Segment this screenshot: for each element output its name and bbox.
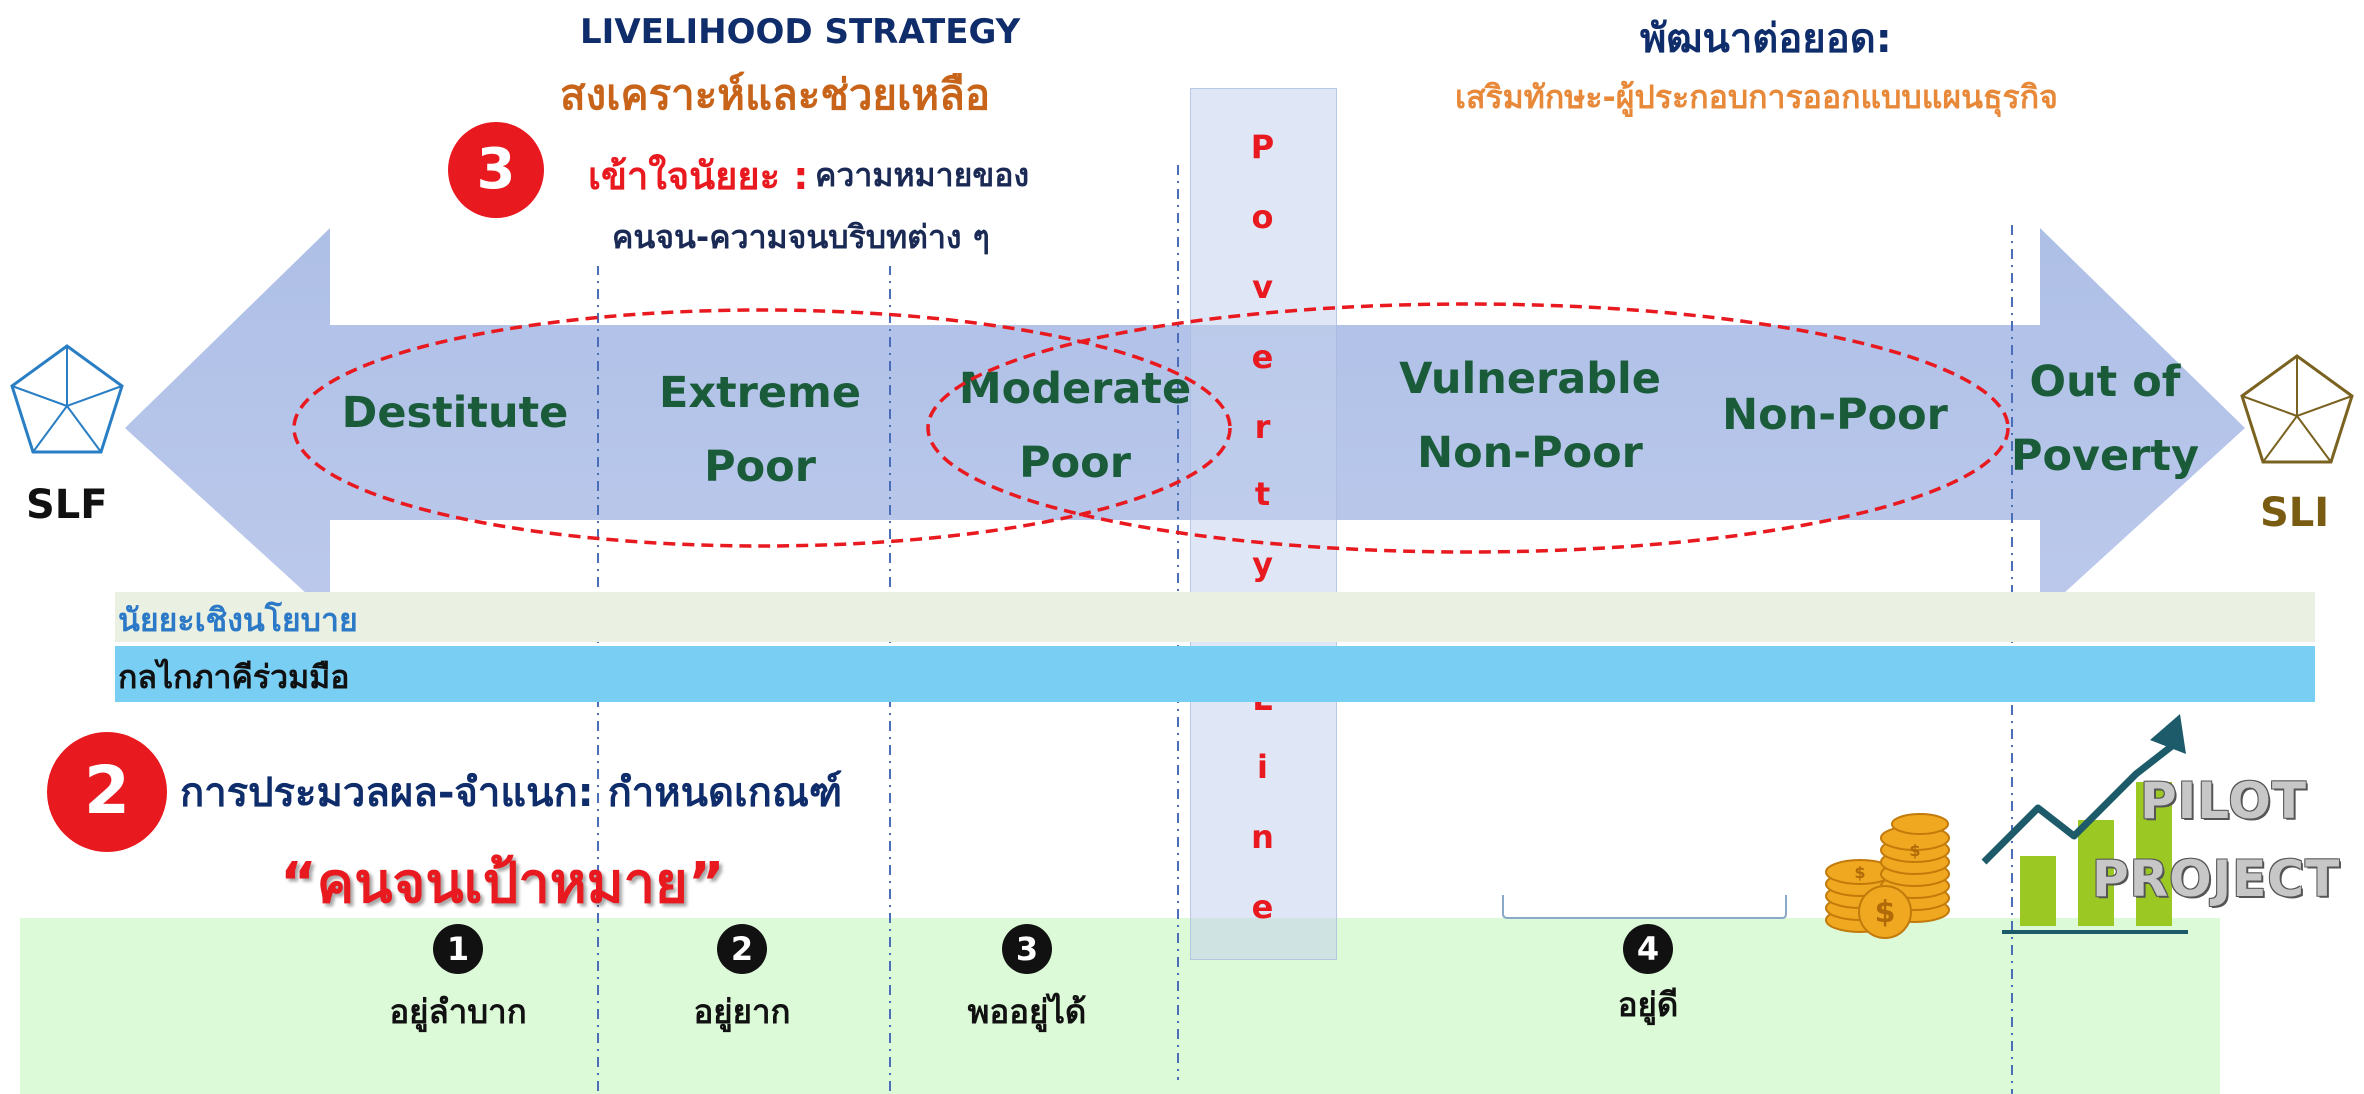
livelihood-strategy-title: LIVELIHOOD STRATEGY: [580, 12, 1021, 52]
stage-out-of-poverty: Out of Poverty: [2000, 345, 2210, 493]
level-label: พออยู่ได้: [967, 992, 1087, 1031]
level-number-badge: 3: [1002, 924, 1052, 974]
develop-title: พัฒนาต่อยอด:: [1640, 16, 1892, 62]
svg-text:$: $: [1909, 841, 1920, 860]
poverty-line-letter: v: [1252, 268, 1273, 306]
stage-label: Poor: [1019, 438, 1131, 488]
develop-subtitle: เสริมทักษะ-ผู้ประกอบการออกแบบแผนธุรกิจ: [1455, 78, 2058, 116]
project-label: PROJECT: [2092, 850, 2341, 908]
block3-text: ความหมายของ: [815, 156, 1030, 194]
level-label: อยู่ลำบาก: [389, 992, 527, 1031]
level-number-badge: 4: [1623, 924, 1673, 974]
criteria-text: การประมวลผล-จำแนก: กำหนดเกณฑ์: [180, 770, 843, 816]
stage-label: Poverty: [2010, 431, 2200, 481]
poverty-line-letter: i: [1257, 748, 1268, 786]
stage-vulnerable-non-poor: Vulnerable Non-Poor: [1380, 342, 1680, 490]
stage-label: Non-Poor: [1417, 428, 1643, 478]
stage-destitute: Destitute: [330, 376, 580, 450]
poverty-line-letter: P: [1250, 128, 1275, 166]
svg-text:$: $: [1875, 895, 1896, 930]
policy-band-label: นัยยะเชิงนโยบาย: [118, 601, 358, 639]
pilot-label: PILOT: [2140, 772, 2307, 830]
step-3-badge: 3: [448, 122, 544, 218]
poverty-line-letter: o: [1251, 198, 1274, 236]
pentagon-icon: [10, 344, 124, 454]
bottom-levels-area: [20, 918, 2220, 1094]
poverty-line-letter: t: [1254, 475, 1271, 513]
level-number-badge: 2: [717, 924, 767, 974]
stage-moderate-poor: Moderate Poor: [940, 352, 1210, 500]
step-2-badge: 2: [47, 732, 167, 852]
stage-label: Destitute: [341, 388, 569, 438]
sli-label: SLI: [2260, 490, 2330, 536]
level4-bracket: [1502, 895, 1787, 919]
stage-label: Poor: [704, 442, 816, 492]
level-label: อยู่ดี: [1617, 985, 1679, 1024]
stage-label: Out of: [2029, 357, 2181, 407]
stage-extreme-poor: Extreme Poor: [630, 356, 890, 504]
stage-label: Moderate: [958, 364, 1192, 414]
poverty-line-letter: y: [1252, 545, 1273, 583]
block3-panel: [470, 128, 1160, 266]
poverty-line-letter: r: [1254, 408, 1271, 446]
slf-label: SLF: [26, 482, 108, 528]
stage-label: Extreme: [658, 368, 861, 418]
stage-label: Vulnerable: [1399, 354, 1661, 404]
poverty-line-letter: e: [1251, 888, 1274, 926]
stage-non-poor: Non-Poor: [1700, 378, 1970, 452]
partners-band: [115, 646, 2315, 702]
coins-icon: $ $ $: [1825, 813, 1950, 939]
block3-heading: เข้าใจนัยยะ :: [588, 154, 809, 198]
assistance-strategy-title: สงเคราะห์และช่วยเหลือ: [560, 70, 991, 119]
level-label: อยู่ยาก: [693, 992, 791, 1031]
partners-band-label: กลไกภาคีร่วมมือ: [118, 658, 350, 696]
block3-text-line2: คนจน-ความจนบริบทต่าง ๆ: [612, 218, 990, 256]
svg-text:$: $: [1854, 863, 1865, 882]
poverty-line-letter: e: [1251, 338, 1274, 376]
pentagon-icon: [2240, 354, 2354, 464]
policy-band: [115, 592, 2315, 642]
poverty-line-letter: n: [1251, 818, 1274, 856]
target-poor-text: “คนจนเป้าหมาย”: [280, 851, 725, 916]
growth-chart-icon: [1981, 714, 2188, 934]
level-number-badge: 1: [433, 924, 483, 974]
stage-label: Non-Poor: [1722, 390, 1948, 440]
